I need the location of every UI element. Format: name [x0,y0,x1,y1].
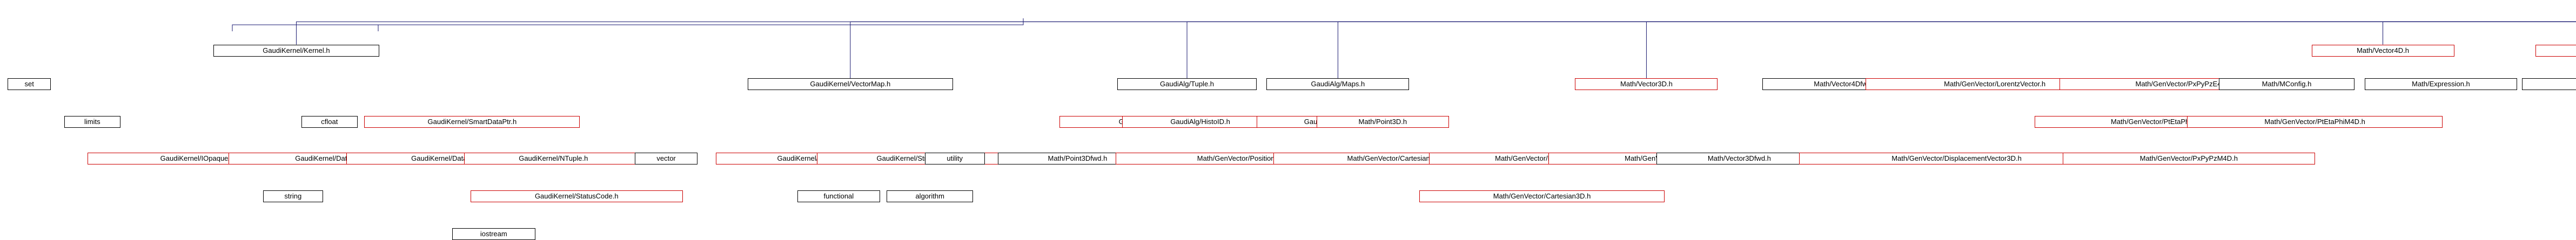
graph-node-mathvector4d[interactable]: Math/Vector4D.h [2311,44,2454,57]
graph-node-utility[interactable]: utility [924,152,985,164]
graph-node-mathconfig[interactable]: Math/MConfig.h [2218,78,2355,90]
include-dependency-graph: /afs/cern.ch/sw/Gaudi/releases/GAUDI/GAU… [8,18,2576,240]
graph-node-set[interactable]: set [8,78,51,90]
graph-node-vector[interactable]: vector [634,152,698,164]
graph-node-mathsmatrix[interactable]: Math/SMatrix.h [2535,44,2576,57]
graph-node-gaudialg_tuple[interactable]: GaudiAlg/Tuple.h [1117,78,1257,90]
graph-node-algorithm[interactable]: algorithm [887,190,973,202]
graph-node-cfloat[interactable]: cfloat [301,116,358,128]
graph-node-limits[interactable]: limits [64,116,121,128]
graph-node-gaudikernel_vectormap[interactable]: GaudiKernel/VectorMap.h [747,78,954,90]
graph-node-mathexpression[interactable]: Math/Expression.h [2364,78,2518,90]
graph-node-mathpoint3d[interactable]: Math/Point3D.h [1316,116,1450,128]
graph-edges [232,18,2576,78]
graph-node-gaudialg_histoid[interactable]: GaudiAlg/HistoID.h [1122,116,1278,128]
graph-node-displacementvector3d[interactable]: Math/GenVector/DisplacementVector3D.h [1799,152,2115,164]
graph-node-statuscode[interactable]: GaudiKernel/StatusCode.h [470,190,683,202]
graph-node-gaudialg_maps[interactable]: GaudiAlg/Maps.h [1266,78,1410,90]
graph-node-ntuple[interactable]: GaudiKernel/NTuple.h [464,152,643,164]
graph-node-string[interactable]: string [263,190,323,202]
graph-node-pxpypzm4d[interactable]: Math/GenVector/PxPyPzM4D.h [2063,152,2315,164]
graph-node-smartdataptr[interactable]: GaudiKernel/SmartDataPtr.h [364,116,580,128]
graph-node-mathvector3d[interactable]: Math/Vector3D.h [1575,78,1718,90]
graph-node-iostream[interactable]: iostream [452,228,535,240]
graph-node-ptetaphim4d[interactable]: Math/GenVector/PtEtaPhiM4D.h [2187,116,2443,128]
graph-node-mathvector3dfwd[interactable]: Math/Vector3Dfwd.h [1656,152,1822,164]
graph-node-cartesian3d2[interactable]: Math/GenVector/Cartesian3D.h [1419,190,1665,202]
graph-node-gaudikernel_kernel[interactable]: GaudiKernel/Kernel.h [213,44,379,57]
graph-node-lorentzvector[interactable]: Math/GenVector/LorentzVector.h [1865,78,2124,90]
graph-node-functional[interactable]: functional [797,190,881,202]
graph-node-unaryoperators[interactable]: Math/UnaryOperators.h [2522,78,2576,90]
